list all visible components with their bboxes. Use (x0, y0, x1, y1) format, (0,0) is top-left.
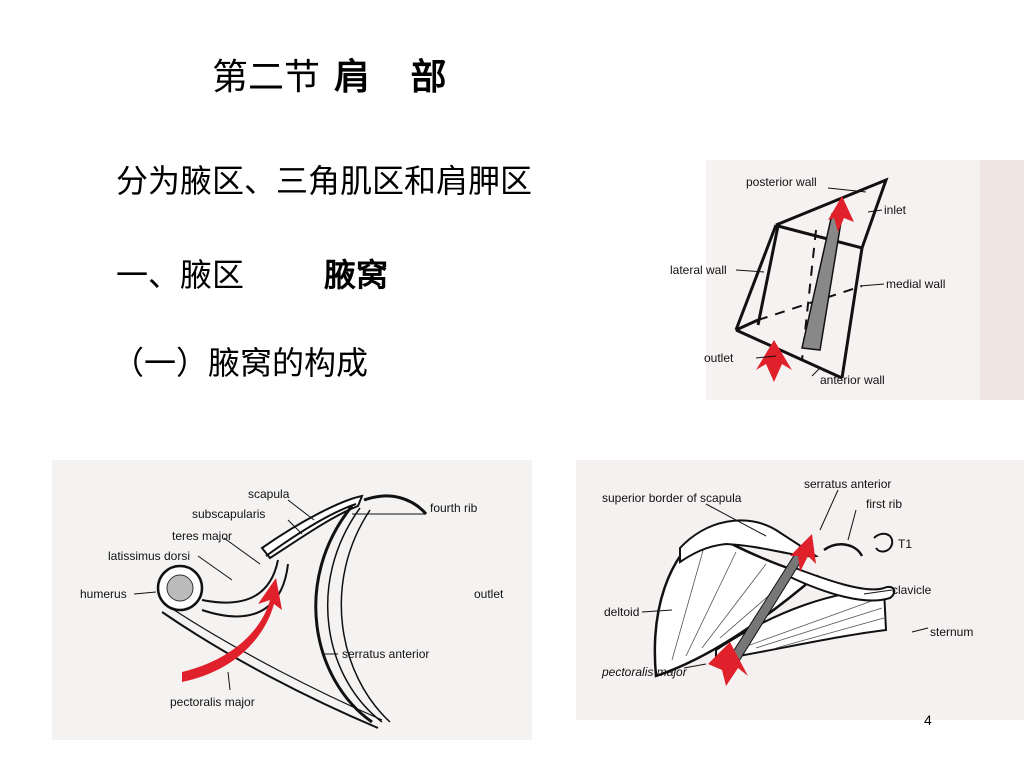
title-main: 肩 部 (334, 56, 461, 98)
label-first-rib: first rib (866, 497, 902, 511)
entry-arrow (182, 578, 282, 682)
label-subscapularis: subscapularis (192, 507, 265, 521)
label-inlet: inlet (884, 203, 907, 217)
slide-title: 第二节肩 部 (212, 48, 461, 100)
section-heading: 一、腋区 腋窝 (116, 250, 388, 296)
title-prefix: 第二节 (212, 57, 321, 98)
label-lateral-wall: lateral wall (670, 263, 727, 277)
label-deltoid: deltoid (604, 605, 639, 619)
label-pectoralis-major-av: pectoralis major (601, 665, 688, 679)
outlet-arrow-av (708, 642, 748, 686)
inlet-arrow-av (790, 534, 816, 572)
label-superior-border-of-scapula: superior border of scapula (602, 491, 742, 505)
section-heading-prefix: 一、腋区 (116, 256, 245, 294)
label-clavicle: clavicle (892, 583, 932, 597)
inlet-arrow (828, 196, 854, 232)
label-t1: T1 (898, 537, 912, 551)
page-number: 4 (924, 712, 932, 728)
axilla-box-outline (734, 177, 889, 380)
label-humerus: humerus (80, 587, 127, 601)
label-serratus-anterior-av: serratus anterior (804, 477, 891, 491)
label-serratus-anterior-cs: serratus anterior (342, 647, 429, 661)
label-outlet: outlet (704, 351, 734, 365)
anterior-view-figure: serratus anterior superior border of sca… (576, 460, 1024, 720)
label-scapula: scapula (248, 487, 290, 501)
cross-section-figure: scapula fourth rib subscapularis teres m… (52, 460, 532, 740)
label-posterior-wall: posterior wall (746, 175, 817, 189)
subsection-heading: （一）腋窝的构成 (112, 344, 369, 382)
label-sternum: sternum (930, 625, 973, 639)
regions-text: 分为腋区、三角肌区和肩胛区 (116, 162, 533, 200)
label-teres-major: teres major (172, 529, 232, 543)
label-anterior-wall: anterior wall (820, 373, 885, 387)
deltoid-shape (653, 528, 819, 678)
section-heading-bold: 腋窝 (324, 256, 389, 294)
label-outlet-cs: outlet (474, 587, 504, 601)
label-fourth-rib: fourth rib (430, 501, 478, 515)
label-pectoralis-major-cs: pectoralis major (170, 695, 255, 709)
axilla-box-figure: posterior wall inlet lateral wall medial… (606, 160, 1024, 400)
label-latissimus-dorsi: latissimus dorsi (108, 549, 190, 563)
outlet-arrow (756, 340, 792, 382)
label-medial-wall: medial wall (886, 277, 945, 291)
